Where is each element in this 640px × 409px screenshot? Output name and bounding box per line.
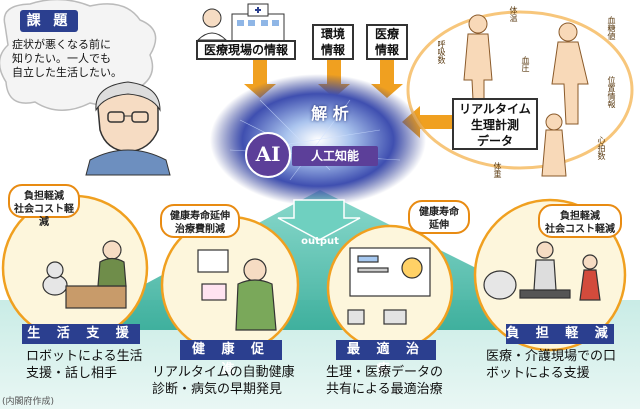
outcome-caption: ロボットによる生活 支援・話し相手	[26, 348, 176, 382]
outcome-caption: 生理・医療データの 共有による最適治療	[326, 364, 476, 398]
outcome-bubble: 健康寿命延伸 治療費削減	[160, 204, 240, 238]
ai-orb	[245, 132, 291, 178]
bubble-line: 健康寿命	[419, 207, 459, 218]
credit-text: (内閣府作成)	[2, 397, 55, 407]
outcome-bubble: 健康寿命 延伸	[408, 200, 470, 234]
output-arrow	[277, 199, 361, 241]
caption-line: 生理・医療データの	[326, 365, 444, 380]
issue-line: 知りたい。一人でも	[12, 52, 111, 65]
environment-info-line: 環境	[320, 27, 345, 41]
outcome-caption: リアルタイムの自動健康 診断・病気の早期発見	[152, 364, 322, 398]
body-label: 心拍数	[597, 136, 606, 160]
elderly-man-illustration	[85, 81, 171, 176]
environment-info-line: 情報	[320, 43, 345, 57]
realtime-data-line: 生理計測	[470, 118, 519, 132]
environment-info-label: 環境 情報	[312, 24, 354, 60]
human-body-illustration	[463, 14, 589, 177]
outcome-caption: 医療・介護現場での口 ボットによる支援	[486, 348, 636, 382]
bubble-line: 社会コスト軽減	[14, 204, 74, 228]
caption-line: リアルタイムの自動健康	[152, 365, 295, 380]
issue-line: 自立した生活したい。	[12, 66, 122, 79]
hospital-illustration	[231, 3, 285, 43]
bubble-line: 健康寿命延伸	[170, 211, 230, 222]
medical-info-label: 医療 情報	[366, 24, 408, 60]
realtime-data-line: リアルタイム	[459, 102, 531, 116]
ai-cloud	[210, 74, 426, 206]
body-label: 体重	[493, 162, 502, 178]
ai-name-label: 人工知能	[292, 146, 378, 166]
bubble-line: 負担軽減	[560, 211, 600, 222]
caption-line: 支援・話し相手	[26, 366, 118, 381]
ai-label: AI	[255, 142, 281, 166]
bubble-line: 治療費削減	[175, 224, 225, 235]
outcome-bubble: 負担軽減 社会コスト軽減	[538, 204, 622, 238]
issue-line: 症状が悪くなる前に	[12, 38, 111, 51]
caption-line: 共有による最適治療	[326, 382, 443, 397]
bubble-line: 社会コスト軽減	[545, 224, 615, 235]
body-label: 呼吸数	[437, 40, 446, 64]
analysis-label: 解 析	[311, 104, 349, 123]
body-label: 血糖値	[607, 16, 616, 40]
outcome-title: 生 活 支 援	[22, 324, 140, 344]
medical-info-line: 情報	[374, 43, 399, 57]
issue-text: 症状が悪くなる前に 知りたい。一人でも 自立した生活したい。	[6, 38, 146, 80]
output-label: output	[301, 236, 339, 247]
medical-info-line: 医療	[374, 27, 399, 41]
outcome-title: 健 康 促 進	[180, 340, 282, 377]
issue-panel: 課 題 症状が悪くなる前に 知りたい。一人でも 自立した生活したい。	[6, 10, 146, 80]
caption-line: 診断・病気の早期発見	[152, 382, 283, 397]
caption-line: ロボットによる生活	[26, 349, 143, 364]
outcome-title: 負 担 軽 減	[506, 324, 614, 344]
doctor-illustration	[196, 8, 228, 41]
medical-field-info-label: 医療現場の情報	[196, 40, 296, 60]
realtime-data-label: リアルタイム 生理計測 データ	[452, 98, 538, 150]
realtime-data-line: データ	[476, 134, 513, 148]
caption-line: 医療・介護現場での口	[486, 349, 617, 364]
bubble-line: 延伸	[429, 220, 449, 231]
body-label: 体温	[509, 6, 518, 22]
issue-title: 課 題	[20, 10, 78, 32]
body-label: 位置情報	[607, 76, 616, 108]
body-label: 血圧	[521, 56, 530, 72]
bubble-line: 負担軽減	[24, 191, 64, 202]
outcome-title: 最 適 治 療	[336, 340, 436, 377]
caption-line: ボットによる支援	[486, 366, 590, 381]
outcome-bubble: 負担軽減 社会コスト軽減	[8, 184, 80, 228]
